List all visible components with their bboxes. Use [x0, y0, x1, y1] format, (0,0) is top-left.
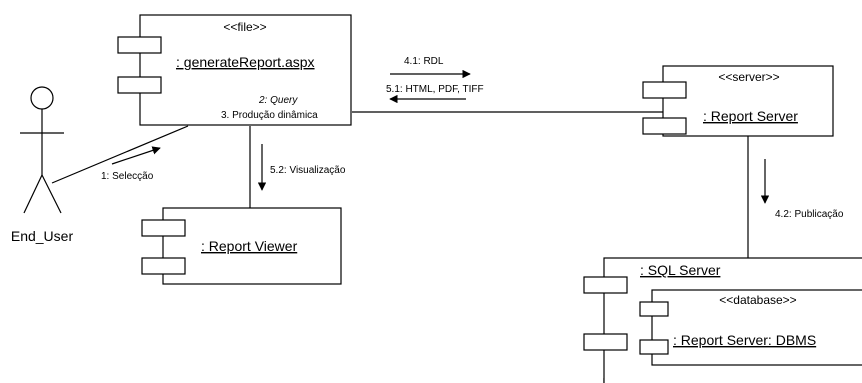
- component-port-top: [642, 81, 687, 99]
- component-box: [139, 14, 352, 126]
- component-port-top: [117, 36, 162, 54]
- component-port-top: [583, 276, 628, 294]
- component-port-top: [141, 219, 186, 237]
- component-name: : SQL Server: [640, 262, 721, 278]
- component-port-bottom: [642, 117, 687, 135]
- message-visualization: 5.2: Visualização: [270, 165, 346, 176]
- component-name: : Report Server: DBMS: [673, 332, 816, 348]
- component-box: [162, 207, 342, 285]
- component-port-bottom: [117, 76, 162, 94]
- message-rdl: 4.1: RDL: [404, 56, 444, 67]
- component-stereotype: <<server>>: [718, 70, 779, 84]
- message-formats: 5.1: HTML, PDF, TIFF: [386, 84, 484, 95]
- actor-left-leg: [23, 174, 43, 214]
- component-port-bottom: [583, 333, 628, 351]
- actor-label: End_User: [11, 228, 74, 244]
- component-box: [651, 289, 862, 366]
- message-selection: 1: Selecção: [101, 171, 154, 182]
- component-port-top: [639, 301, 669, 317]
- component-report-server: <<server>> : Report Server: [642, 65, 834, 137]
- component-stereotype: <<file>>: [223, 20, 266, 34]
- component-sql-server: : SQL Server <<database>> : Report Serve…: [583, 257, 862, 383]
- component-name: : Report Viewer: [201, 238, 298, 254]
- component-name: : Report Server: [703, 108, 798, 124]
- actor-head: [30, 86, 54, 110]
- component-database: <<database>> : Report Server: DBMS: [639, 289, 862, 366]
- arrow-selection: [111, 146, 161, 165]
- message-publication: 4.2: Publicação: [775, 209, 844, 220]
- component-name: : generateReport.aspx: [176, 54, 315, 70]
- component-report-viewer: : Report Viewer: [141, 207, 342, 285]
- component-generate-report: <<file>> : generateReport.aspx 2: Query …: [117, 14, 352, 126]
- component-port-bottom: [639, 339, 669, 355]
- actor-end-user: End_User: [11, 86, 74, 244]
- component-stereotype: <<database>>: [719, 293, 796, 307]
- component-note-query: 2: Query: [258, 95, 298, 106]
- component-box: [662, 65, 834, 137]
- component-port-bottom: [141, 257, 186, 275]
- link-actor-to-generate-report: [51, 125, 189, 184]
- component-note-production: 3. Produção dinâmica: [221, 110, 318, 121]
- actor-right-leg: [41, 174, 62, 214]
